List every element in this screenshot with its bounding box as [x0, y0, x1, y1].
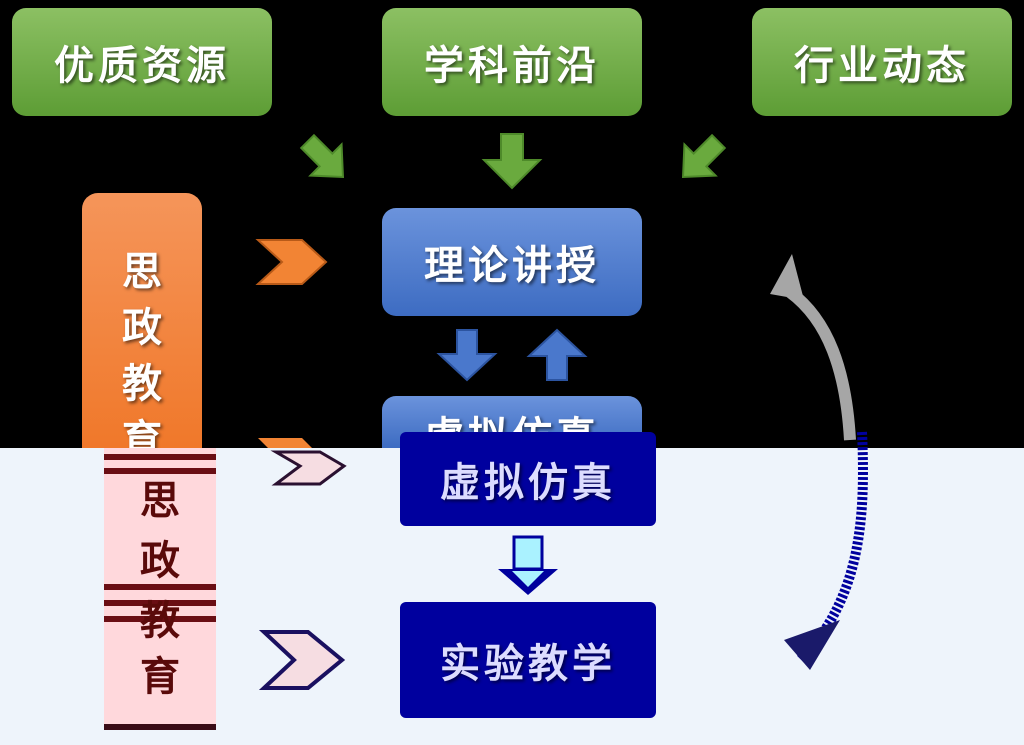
ideology-char-3: 教: [122, 361, 162, 407]
lower-char-4: 育: [140, 654, 180, 700]
orange-chevron-arrow: [255, 239, 328, 285]
column-stripe: [104, 616, 216, 622]
lower-char-1: 思: [140, 478, 180, 524]
lower-curved-arrow: [796, 431, 868, 664]
theory-teaching-box: 理论讲授: [382, 208, 642, 316]
gray-curved-arrow: [786, 287, 856, 441]
industry-news-box: 行业动态: [752, 8, 1012, 116]
lower-char-3: 教: [140, 598, 180, 644]
virtual-simulation-lower-box: 虚拟仿真: [400, 432, 656, 526]
lower-arrow-head: [784, 620, 840, 670]
quality-resources-box: 优质资源: [12, 8, 272, 116]
ideology-education-column: 思 政 教 育: [82, 193, 202, 448]
blue-arrow-down: [436, 329, 498, 382]
industry-news-label: 行业动态: [794, 43, 970, 89]
blue-arrow-up: [526, 328, 588, 381]
ideology-char-2: 政: [122, 305, 162, 351]
column-stripe: [104, 468, 216, 474]
green-arrow-down-left: [681, 133, 727, 179]
cyan-arrow-down: [498, 535, 558, 595]
column-stripe: [104, 584, 216, 590]
lower-chevron-arrow: [258, 630, 346, 690]
quality-resources-label: 优质资源: [54, 43, 230, 89]
lower-chevron-arrow: [270, 450, 347, 486]
green-arrow-down: [481, 133, 543, 190]
orange-chevron-arrow-partial: [258, 438, 312, 448]
subject-frontier-label: 学科前沿: [424, 43, 600, 89]
theory-teaching-label: 理论讲授: [424, 243, 600, 289]
experiment-teaching-label: 实验教学: [440, 641, 616, 687]
green-arrow-down-right: [299, 133, 345, 179]
lower-char-2: 政: [140, 538, 180, 584]
ideology-column-lower: 思 政 教 育: [104, 448, 216, 730]
gray-arrow-head: [770, 254, 804, 300]
experiment-teaching-box: 实验教学: [400, 602, 656, 718]
ideology-char-1: 思: [122, 249, 162, 295]
subject-frontier-box: 学科前沿: [382, 8, 642, 116]
column-stripe: [104, 454, 216, 460]
virtual-simulation-lower-label: 虚拟仿真: [440, 460, 616, 506]
ideology-char-4: 育: [122, 417, 162, 448]
column-stripe: [104, 600, 216, 606]
